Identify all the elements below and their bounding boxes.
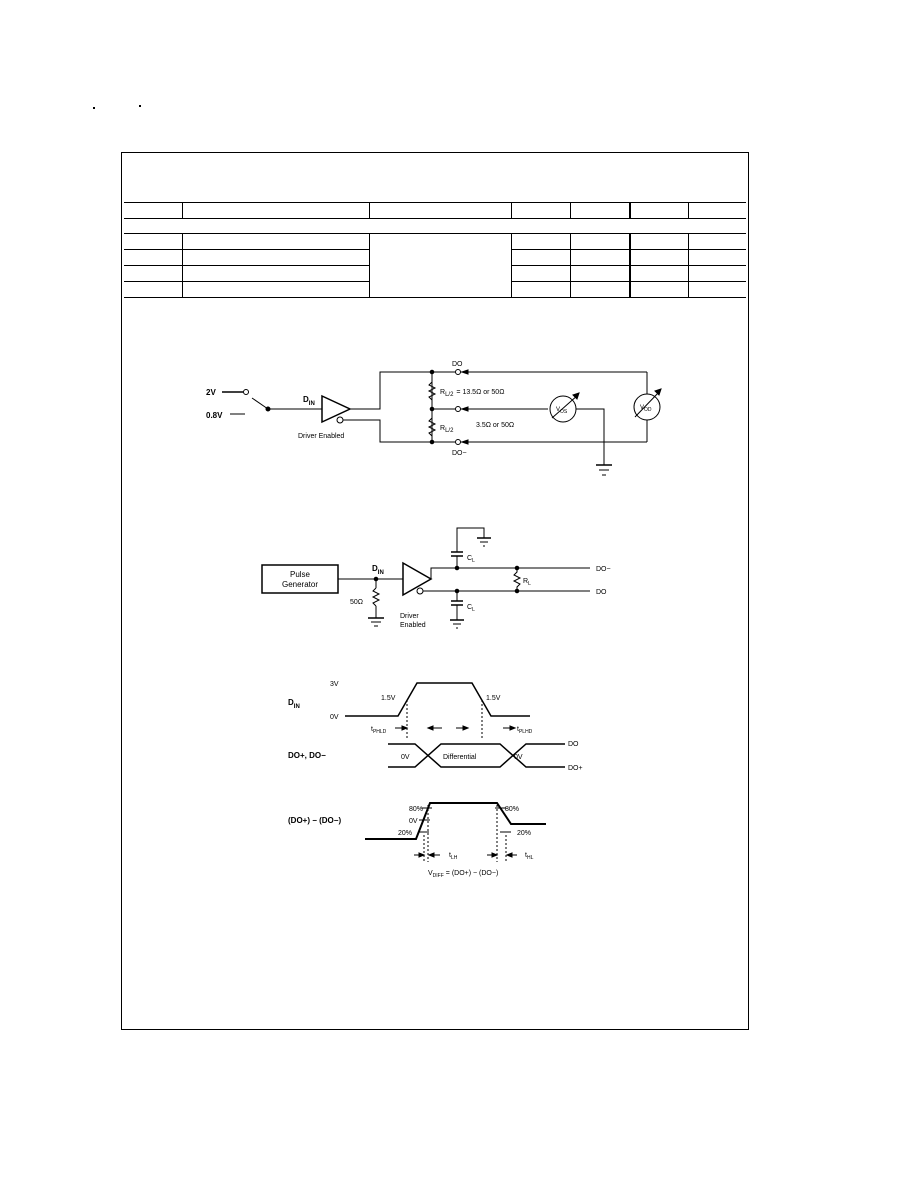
pulse-generator-line1: Pulse (290, 570, 311, 579)
pct20-left-label: 20% (398, 830, 412, 837)
table-header-row (124, 202, 746, 219)
driver-inverting-bubble (336, 416, 344, 424)
source-resistor (371, 587, 381, 607)
driver-enabled-label: Driver Enabled (298, 433, 344, 440)
threshold-rise-label: 1.5V (381, 695, 396, 702)
stray-mark-1 (93, 107, 95, 109)
rl-label: RL (523, 578, 531, 587)
figure-frame (121, 152, 749, 1030)
wf-0v-label: 0V (330, 714, 339, 721)
table-row (124, 265, 746, 282)
ac-driver-label-2: Enabled (400, 622, 426, 629)
tlh-label: tLH (449, 852, 458, 861)
out-minus-label: DO− (596, 566, 611, 573)
pct80-left-label: 80% (409, 806, 423, 813)
diff-label: (DO+) − (DO−) (288, 816, 341, 825)
terminal-do-plus (455, 369, 461, 375)
resistor-rl-top (427, 381, 437, 401)
zero-right-label: 0V (514, 754, 523, 761)
load-resistor (512, 568, 522, 591)
ac-din-label: DIN (372, 564, 384, 576)
tphld-label: tPHLD (371, 726, 387, 735)
input-high-label: 2V (206, 388, 216, 397)
terminal-do-minus (455, 439, 461, 445)
din-waveform (345, 682, 530, 717)
do-pair-label: DO+, DO− (288, 751, 326, 760)
parameter-table (124, 202, 746, 298)
wf-3v-label: 3V (330, 681, 339, 688)
pct20-right-label: 20% (517, 830, 531, 837)
vod-label: VOD (640, 405, 652, 413)
timing-waveforms: DIN 3V 0V 1.5V 1.5V tPHLD tPLHD DO+, DO−… (288, 681, 583, 879)
pct80-right-label: 80% (505, 806, 519, 813)
ac-driver-symbol (402, 561, 433, 597)
rl-bottom-label: RL/2 (440, 425, 454, 434)
threshold-fall-label: 1.5V (486, 695, 501, 702)
cl-top-label: CL (467, 555, 475, 564)
switch-contact-high (243, 389, 249, 395)
do-minus-label: DO− (452, 450, 467, 457)
resistor-rl-bottom (427, 417, 437, 437)
thl-label: tHL (525, 852, 534, 861)
input-low-label: 0.8V (206, 411, 223, 420)
do-minus-right-label: DO (568, 741, 579, 748)
vdiff-formula: VDIFF= (DO+) − (DO−) (428, 870, 498, 879)
switch-arm (251, 397, 269, 410)
zero-left-label: 0V (401, 754, 410, 761)
ac-test-circuit: Pulse Generator DIN 50Ω Driver Enabled C… (261, 527, 611, 629)
stray-mark-2 (139, 105, 141, 107)
differential-label: Differential (443, 754, 477, 761)
wf-din-label: DIN (288, 698, 300, 710)
do-waveform-a (388, 743, 565, 768)
pulse-generator-line2: Generator (282, 580, 318, 589)
voltmeter-vod (633, 393, 661, 421)
ac-driver-bubble (416, 587, 424, 595)
din-label: DIN (303, 395, 315, 407)
do-plus-label: DO (452, 361, 463, 368)
driver-symbol (321, 394, 352, 424)
ac-driver-label-1: Driver (400, 613, 419, 620)
cl-bottom-label: CL (467, 604, 475, 613)
do-waveform-b (388, 743, 565, 768)
diff-waveform (365, 802, 546, 840)
table-row (124, 233, 746, 298)
out-plus-label: DO (596, 589, 607, 596)
zero-mid-label: 0V (409, 818, 418, 825)
rl-top-label: RL/2= 13.5Ω or 50Ω (440, 389, 504, 398)
dc-test-circuit: 2V 0.8V DIN Driver Enabled RL/2= 13.5Ω o… (206, 361, 662, 476)
tplhd-label: tPLHD (517, 726, 533, 735)
vos-label: VOS (556, 407, 568, 415)
do-plus-right-label: DO+ (568, 765, 583, 772)
table-row (124, 281, 746, 298)
rl-bottom-value: 3.5Ω or 50Ω (476, 422, 514, 429)
source-resistor-label: 50Ω (350, 599, 363, 606)
terminal-center (455, 406, 461, 412)
